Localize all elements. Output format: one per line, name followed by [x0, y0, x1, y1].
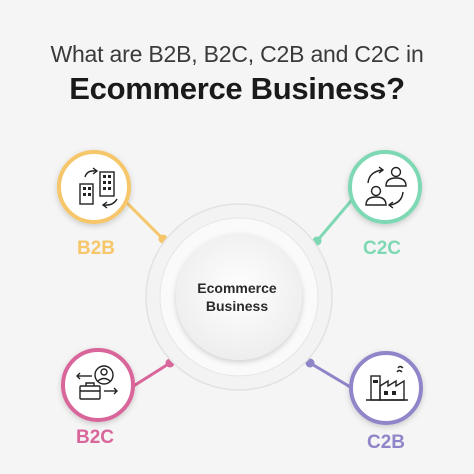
c2c-node: [348, 150, 422, 224]
buildings-exchange-icon: [79, 167, 118, 209]
factory-icon: [366, 365, 408, 401]
b2c-node: [61, 348, 135, 422]
center-inner-circle: [176, 234, 302, 360]
b2b-label: B2B: [76, 238, 115, 259]
b2b-node: [57, 150, 131, 224]
center-label: Ecommerce Business: [187, 279, 287, 315]
title-line-2: Ecommerce Business?: [69, 71, 405, 106]
users-exchange-icon: [365, 166, 407, 209]
b2c-label: B2C: [75, 427, 114, 448]
c2b-connector: [309, 361, 353, 390]
c2b-connector-dot: [305, 358, 315, 368]
person-briefcase-icon: [76, 365, 118, 400]
title-line-1: What are B2B, B2C, C2B and C2C in: [50, 41, 424, 67]
center-label-line-2: Business: [205, 298, 269, 314]
center-label-line-1: Ecommerce: [197, 280, 277, 296]
b2c-connector: [131, 361, 171, 389]
c2b-node: [349, 351, 423, 425]
c2c-label: C2C: [362, 238, 401, 259]
c2b-label: C2B: [366, 432, 405, 453]
